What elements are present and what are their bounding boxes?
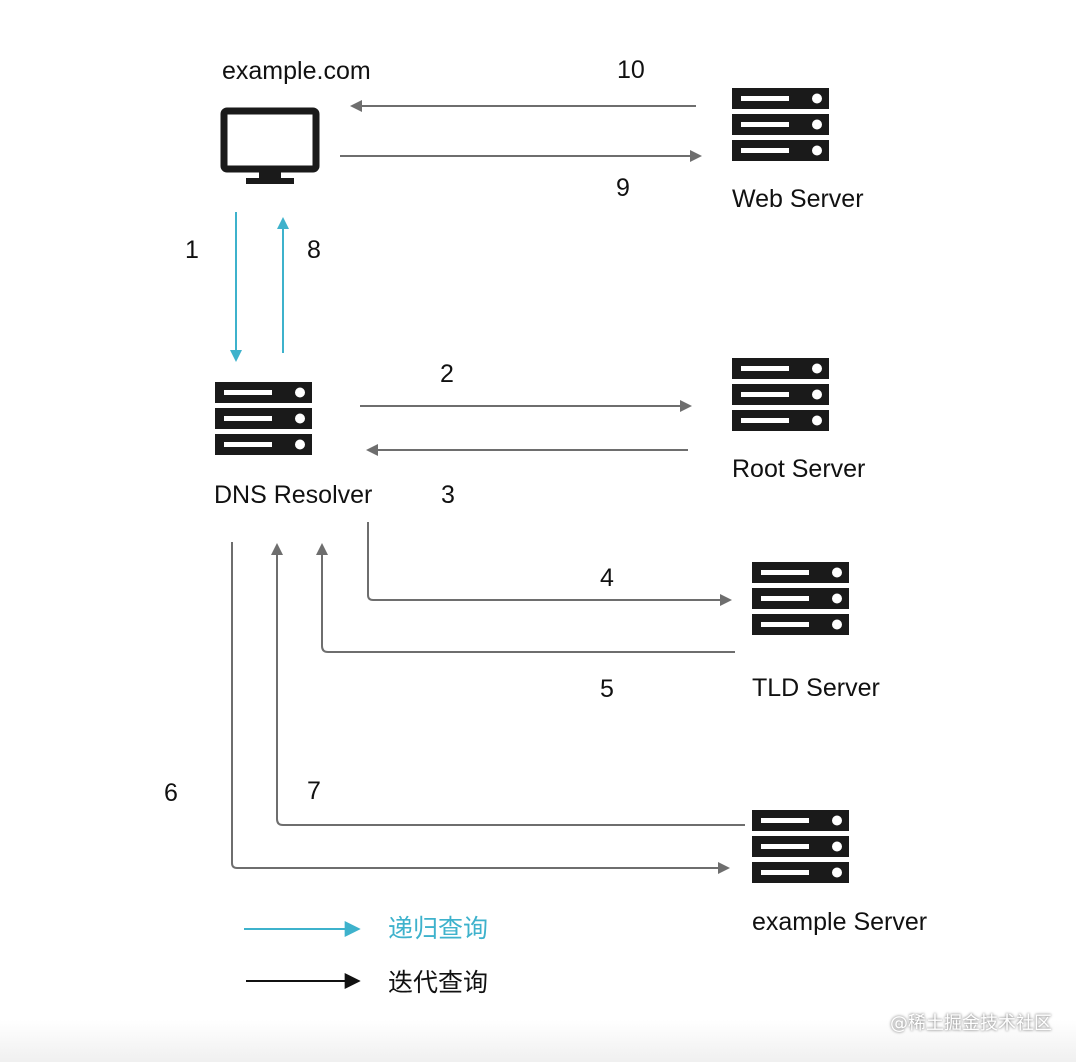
- root-server-icon: [732, 358, 829, 431]
- server-led: [832, 619, 842, 630]
- legend-iterative-label: 迭代查询: [388, 968, 489, 997]
- web-server-icon: [732, 88, 829, 161]
- arrow-step-5: [316, 543, 735, 653]
- server-slot: [224, 442, 272, 447]
- legend-recursive-label: 递归查询: [388, 914, 489, 943]
- server-led: [812, 93, 822, 104]
- server-slot: [224, 416, 272, 421]
- monitor-icon: [220, 107, 320, 184]
- server-led: [832, 593, 842, 604]
- server-slot: [761, 596, 809, 601]
- server-led: [832, 867, 842, 878]
- server-slot: [761, 870, 809, 875]
- step-1-number: 1: [185, 236, 199, 264]
- server-slot: [761, 570, 809, 575]
- server-slot: [761, 844, 809, 849]
- server-led: [812, 145, 822, 156]
- arrow-step-7: [271, 543, 745, 826]
- root-server-label: Root Server: [732, 455, 866, 483]
- server-slot: [741, 392, 789, 397]
- web-server-label: Web Server: [732, 185, 864, 213]
- client-label: example.com: [222, 57, 371, 85]
- dns-resolver-server-icon: [215, 382, 312, 455]
- server-slot: [741, 418, 789, 423]
- step-5-number: 5: [600, 675, 614, 703]
- step-2-number: 2: [440, 360, 454, 388]
- server-led: [812, 415, 822, 426]
- example-server-icon: [752, 810, 849, 883]
- server-led: [832, 567, 842, 578]
- step-3-number: 3: [441, 481, 455, 509]
- server-led: [812, 363, 822, 374]
- step-6-number: 6: [164, 779, 178, 807]
- arrow-step-6: [231, 542, 730, 874]
- step-9-number: 9: [616, 174, 630, 202]
- footer-bar: [0, 1020, 1076, 1062]
- server-slot: [224, 390, 272, 395]
- watermark: @稀土掘金技术社区: [890, 1013, 1052, 1034]
- example-server-label: example Server: [752, 908, 928, 936]
- step-4-number: 4: [600, 564, 614, 592]
- arrow-step-4: [367, 522, 732, 606]
- tld-server-label: TLD Server: [752, 674, 880, 702]
- server-led: [295, 387, 305, 398]
- step-10-number: 10: [617, 56, 645, 84]
- step-7-number: 7: [307, 777, 321, 805]
- server-led: [832, 815, 842, 826]
- server-slot: [741, 148, 789, 153]
- step-8-number: 8: [307, 236, 321, 264]
- dns-resolver-label: DNS Resolver: [214, 481, 373, 509]
- server-led: [295, 413, 305, 424]
- server-slot: [741, 366, 789, 371]
- server-slot: [741, 122, 789, 127]
- server-led: [812, 119, 822, 130]
- server-led: [295, 439, 305, 450]
- server-led: [832, 841, 842, 852]
- server-led: [812, 389, 822, 400]
- server-slot: [741, 96, 789, 101]
- server-slot: [761, 818, 809, 823]
- tld-server-icon: [752, 562, 849, 635]
- server-slot: [761, 622, 809, 627]
